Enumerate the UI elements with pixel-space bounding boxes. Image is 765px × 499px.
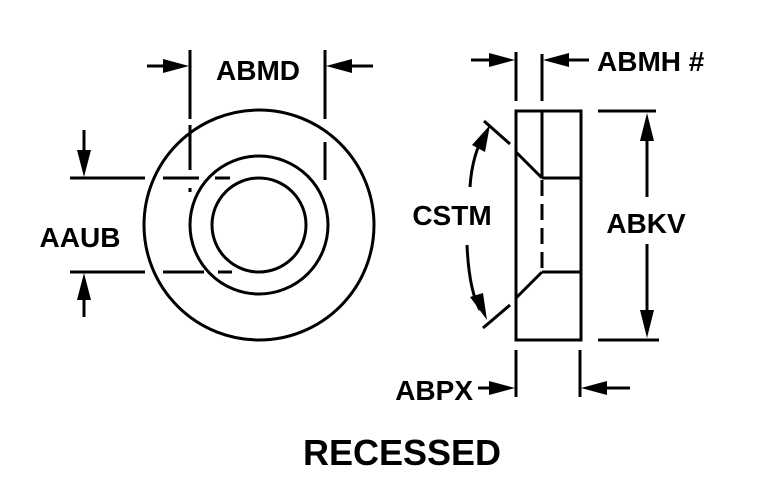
chamfer-bottom-line [514, 270, 544, 300]
aaub-arrow-top [77, 150, 91, 177]
side-profile-rect [514, 109, 583, 342]
cstm-extension-top [483, 119, 511, 146]
abpx-dimension: ABPX [395, 350, 630, 406]
abpx-arrow-left [489, 381, 515, 395]
cstm-extension-bottom [482, 303, 511, 330]
bore-circle [210, 176, 308, 274]
chamfer-top-line [514, 150, 544, 180]
abmd-arrow-left [163, 59, 189, 73]
cstm-label: CSTM [412, 200, 491, 231]
abpx-label: ABPX [395, 375, 473, 406]
abkv-label: ABKV [606, 208, 686, 239]
side-view: ABMH # CSTM ABKV [395, 46, 705, 406]
abmh-arrow-left [489, 53, 515, 67]
abmd-arrow-right [326, 59, 352, 73]
abmd-label: ABMD [216, 55, 300, 86]
abkv-arrow-top [640, 113, 654, 141]
recess-circle [188, 154, 330, 296]
abmh-dimension: ABMH # [471, 46, 705, 101]
front-view: ABMD AAUB [40, 50, 376, 342]
aaub-arrow-bottom [77, 273, 91, 300]
cstm-arrow-bottom [470, 293, 487, 320]
diagram-title: RECESSED [303, 432, 501, 473]
cstm-arrow-top [472, 125, 490, 152]
abkv-arrow-bottom [640, 310, 654, 338]
cstm-dimension: CSTM [412, 119, 511, 330]
aaub-dimension: AAUB [40, 130, 232, 317]
abmd-dimension: ABMD [147, 50, 373, 192]
abmh-arrow-right [543, 53, 569, 67]
aaub-label: AAUB [40, 222, 121, 253]
abkv-dimension: ABKV [598, 109, 686, 342]
abmh-label: ABMH # [597, 46, 705, 77]
abpx-arrow-right [581, 381, 607, 395]
outer-circle [142, 108, 376, 342]
